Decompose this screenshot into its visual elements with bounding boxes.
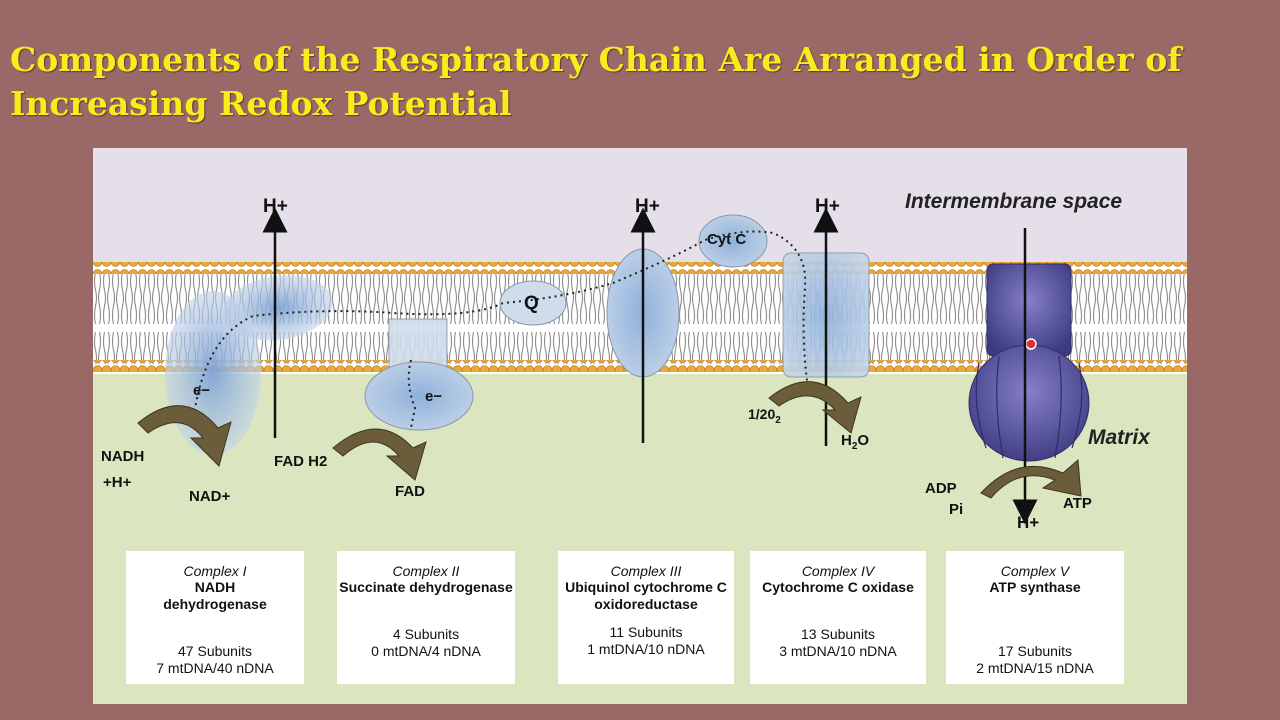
complex-dna: 7 mtDNA/40 nDNA [156, 660, 274, 676]
complex-dna: 2 mtDNA/15 nDNA [976, 660, 1094, 676]
complex-ii-shape [364, 318, 474, 431]
slide-title: Components of the Respiratory Chain Are … [10, 40, 1182, 123]
respiratory-chain-diagram: H+ H+ H+ Intermembrane space Matrix Cyt … [93, 148, 1187, 704]
complex-subunits: 4 Subunits [392, 626, 460, 642]
complex-number: Complex I [183, 563, 247, 579]
reaction-arrows [137, 381, 1082, 499]
adp-label: ADP [925, 480, 957, 497]
complex-number: Complex II [392, 563, 460, 579]
complex-number: Complex V [1000, 563, 1070, 579]
q-shape [499, 280, 567, 326]
atp-label: ATP [1063, 495, 1092, 512]
nad-label: NAD+ [189, 488, 231, 505]
complex-subunits: 13 Subunits [801, 626, 875, 642]
h-plus-label-v: H+ [1017, 513, 1040, 532]
cyt-c-shape [698, 214, 768, 268]
complex-dna: 3 mtDNA/10 nDNA [779, 643, 897, 659]
complex-dna: 1 mtDNA/10 nDNA [587, 641, 705, 657]
complex-name: NADH dehydrogenase [163, 579, 267, 612]
complex-card-i: Complex I NADH dehydrogenase 47 Subunits… [126, 551, 304, 684]
h-plus-label-iv: H+ [815, 196, 840, 217]
complex-card-ii: Complex II Succinate dehydrogenase 4 Sub… [337, 551, 515, 684]
complex-dna: 0 mtDNA/4 nDNA [371, 643, 481, 659]
h-plus-label-iii: H+ [635, 196, 660, 217]
complex-number: Complex III [610, 563, 682, 579]
intermembrane-space-label: Intermembrane space [905, 190, 1123, 213]
nadh-label: NADH [101, 448, 145, 465]
q-label: Q [524, 293, 539, 314]
nadh-arrow [137, 405, 232, 467]
matrix-label: Matrix [1088, 426, 1150, 449]
nadh-h-label: +H+ [103, 474, 132, 491]
complex-name: Ubiquinol cytochrome C oxidoreductase [565, 579, 727, 612]
complex-subunits: 17 Subunits [998, 643, 1072, 659]
electron-label-ii: e− [425, 388, 443, 405]
h-plus-label-i: H+ [263, 196, 288, 217]
complex-name: ATP synthase [989, 579, 1081, 595]
complex-subunits: 11 Subunits [609, 624, 683, 640]
fadh2-label: FAD H2 [274, 453, 328, 470]
oxygen-arrow [768, 381, 862, 434]
complex-name: Succinate dehydrogenase [339, 579, 513, 595]
complex-number: Complex IV [801, 563, 875, 579]
cyt-c-label: Cyt C [707, 231, 747, 248]
atp-arrow [980, 458, 1082, 499]
pi-label: Pi [949, 501, 964, 518]
fadh2-arrow [332, 428, 427, 481]
complex-card-v: Complex V ATP synthase 17 Subunits 2 mtD… [946, 551, 1124, 684]
fad-label: FAD [395, 483, 425, 500]
complex-card-iii: Complex III Ubiquinol cytochrome C oxido… [558, 551, 734, 684]
complex-card-iv: Complex IV Cytochrome C oxidase 13 Subun… [750, 551, 926, 684]
water-label: H2O [841, 432, 870, 452]
electron-path [192, 230, 809, 424]
complex-name: Cytochrome C oxidase [762, 579, 914, 595]
complex-subunits: 47 Subunits [178, 643, 252, 659]
half-oxygen-label: 1/202 [748, 406, 781, 426]
electron-label-i: e− [193, 382, 211, 399]
atp-synthase-shape [968, 263, 1090, 462]
